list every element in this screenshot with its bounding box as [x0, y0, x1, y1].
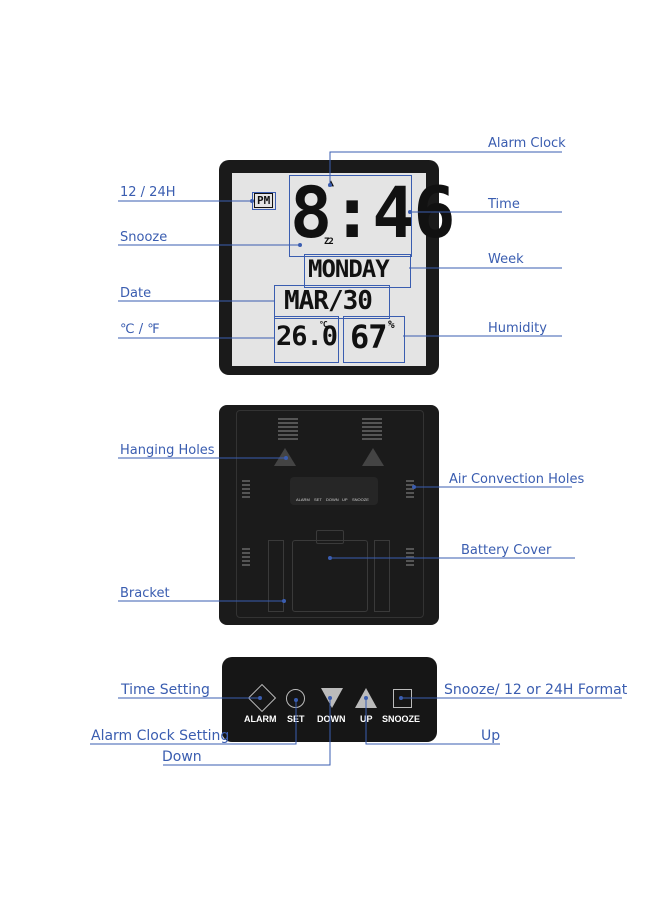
air-vent-left-lower [242, 548, 250, 568]
label-humidity: Humidity [488, 321, 547, 336]
label-hanging-holes: Hanging Holes [120, 443, 215, 458]
humidity-unit: % [388, 318, 395, 331]
label-time: Time [488, 197, 520, 212]
humidity-box [343, 316, 405, 363]
label-alarm-clock: Alarm Clock [488, 136, 566, 151]
panel-down-label: DOWN [317, 714, 346, 724]
battery-cover [292, 540, 368, 612]
label-up: Up [481, 728, 501, 744]
label-bracket: Bracket [120, 586, 170, 601]
date-box [274, 285, 390, 319]
clock-back-frame [219, 405, 439, 625]
label-time-setting: Time Setting [121, 682, 210, 698]
battery-cover-tab [316, 530, 344, 544]
day-display: MONDAY [308, 255, 390, 283]
date-display: MAR/30 [284, 286, 373, 316]
back-button-strip: ALARM SET DOWN UP SNOOZE [290, 477, 378, 505]
bracket-left [268, 540, 284, 612]
temperature-display: 26.0 [276, 321, 338, 352]
bracket-right [374, 540, 390, 612]
label-date: Date [120, 286, 152, 301]
back-inner-panel [236, 410, 424, 618]
temperature-unit: °C [319, 320, 328, 329]
label-snooze: Snooze [120, 230, 168, 245]
label-12-24h: 12 / 24H [120, 185, 176, 200]
back-up-label: UP [342, 497, 348, 502]
label-alarm-clock-setting: Alarm Clock Setting [91, 728, 230, 744]
snooze-indicator: Z2 [324, 237, 334, 247]
air-vent-left [242, 480, 250, 500]
back-snooze-label: SNOOZE [352, 497, 369, 502]
label-battery-cover: Battery Cover [461, 543, 552, 558]
label-down: Down [162, 749, 202, 765]
panel-alarm-label: ALARM [244, 714, 277, 724]
label-air-convection-holes: Air Convection Holes [449, 472, 585, 487]
time-box [289, 175, 412, 257]
hanging-hole-right [362, 448, 384, 466]
humidity-display: 67 [350, 318, 388, 356]
time-display: 8:46 [290, 172, 456, 254]
back-down-label: DOWN [326, 497, 339, 502]
top-vent-left [278, 418, 298, 440]
air-vent-right [406, 480, 414, 500]
week-box [304, 254, 411, 288]
lcd-display: PM ▲ 8:46 Z2 MONDAY MAR/30 26.0 °C 67 % [232, 173, 456, 366]
panel-snooze-label: SNOOZE [382, 714, 421, 724]
label-week: Week [488, 252, 524, 267]
temp-box [274, 316, 339, 363]
top-vent-right [362, 418, 382, 440]
label-c-f: ℃ / ℉ [120, 322, 160, 337]
back-set-label: SET [314, 497, 322, 502]
back-alarm-label: ALARM [296, 497, 310, 502]
label-snooze-format: Snooze/ 12 or 24H Format [444, 682, 628, 698]
pm-indicator: PM [254, 193, 274, 208]
